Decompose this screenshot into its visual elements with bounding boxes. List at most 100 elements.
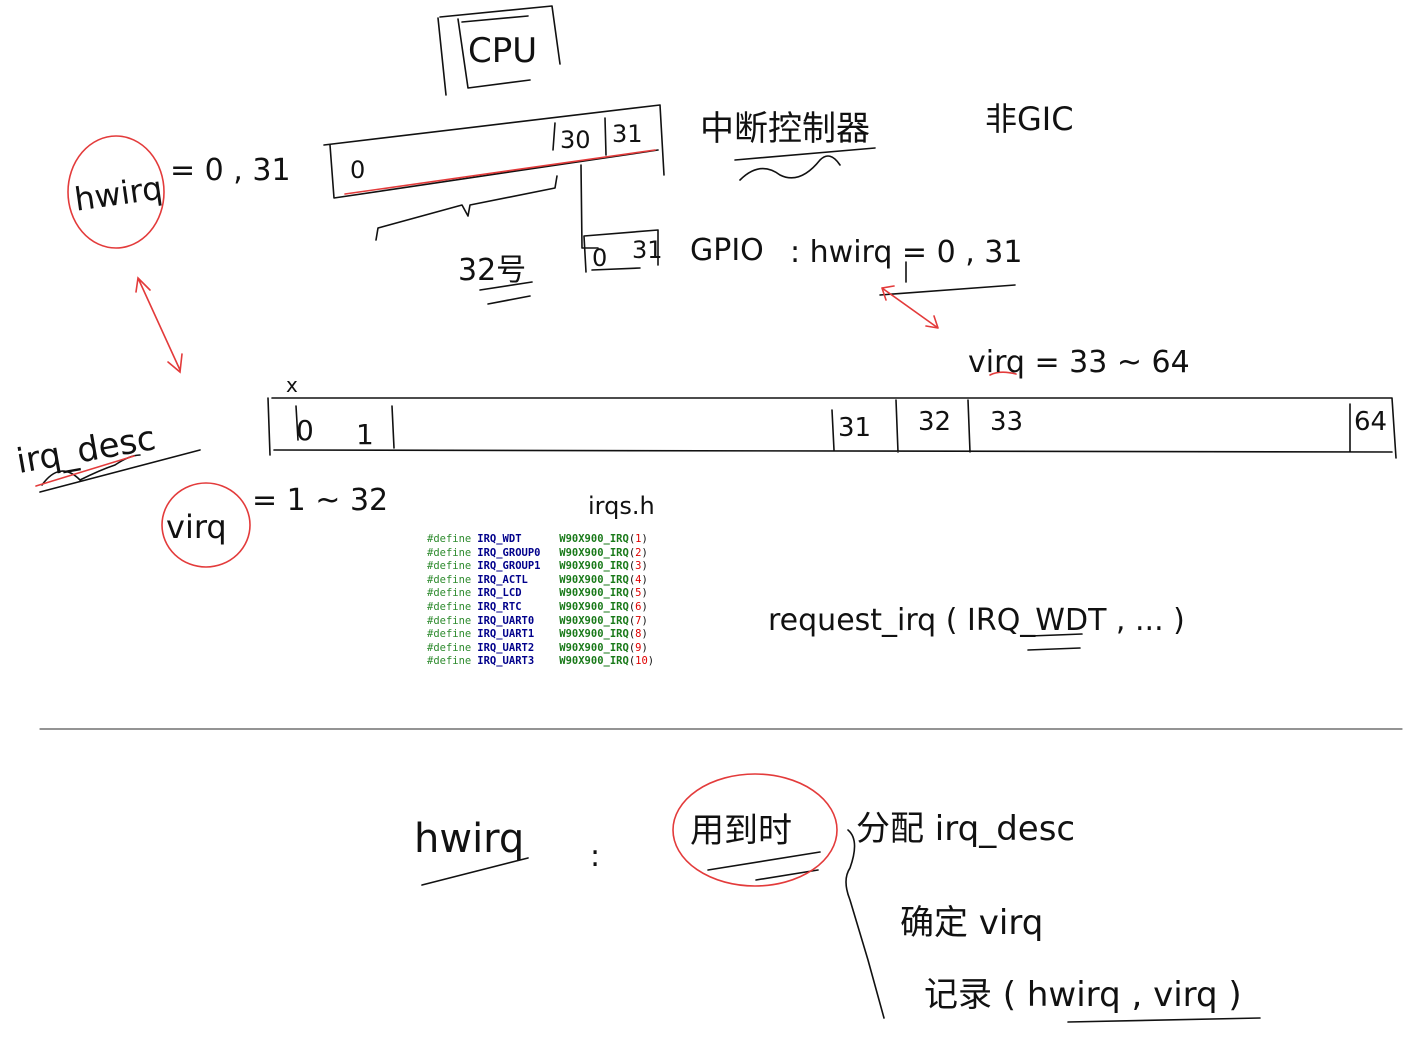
gpio-note-arrow — [881, 285, 939, 329]
paren-open: ( — [628, 587, 636, 600]
bottom-colon: : — [590, 839, 600, 874]
define-keyword: #define — [427, 560, 472, 573]
cpu-box — [437, 5, 561, 96]
controller-cell-last: 31 — [612, 120, 643, 148]
irq-desc-array — [267, 397, 1397, 459]
define-keyword: #define — [427, 614, 472, 627]
cpu-label: CPU — [468, 31, 537, 71]
virq-circle-text: virq — [166, 508, 227, 546]
define-keyword: #define — [427, 533, 472, 545]
irq-number: 6 — [635, 600, 642, 613]
paren-open: ( — [628, 533, 636, 545]
step-determine-virq: 确定 virq — [900, 903, 1043, 943]
virq-range: = 1 ~ 32 — [252, 483, 388, 518]
irq-number: 3 — [635, 560, 642, 573]
circled-underline — [707, 851, 821, 881]
irq-desc-cell-1: 1 — [356, 418, 374, 451]
irq-desc-cell-33: 33 — [990, 407, 1023, 437]
irq-name: IRQ_UART1 — [477, 628, 535, 641]
bottom-brace — [845, 829, 885, 1019]
irq-name: IRQ_UART3 — [477, 655, 535, 668]
controller-red-line — [344, 149, 656, 195]
controller-cell-mid: 30 — [560, 126, 591, 154]
paren-close: ) — [641, 628, 648, 641]
step3-underline — [1067, 1017, 1261, 1023]
irq-macro: W90X900_IRQ — [559, 533, 629, 545]
irq-macro: W90X900_IRQ — [559, 560, 629, 573]
bottom-circle — [672, 773, 838, 887]
request-underline — [1027, 633, 1083, 651]
gic-note: 非GIC — [985, 100, 1074, 138]
paren-open: ( — [628, 628, 636, 641]
define-keyword: #define — [427, 600, 472, 613]
paren-open: ( — [628, 560, 636, 573]
paren-close: ) — [641, 573, 648, 586]
controller-cell-first: 0 — [350, 156, 365, 184]
irq-desc-cell-31: 31 — [838, 413, 871, 443]
irq-macro: W90X900_IRQ — [559, 655, 629, 668]
hwirq-circle-text: hwirq — [72, 169, 165, 219]
hwirq-note-underline — [879, 284, 1016, 296]
irq-name: IRQ_LCD — [477, 587, 522, 600]
irq-desc-cell-32: 32 — [918, 407, 951, 437]
bottom-hwirq: hwirq — [414, 816, 524, 862]
step-allocate: 分配 irq_desc — [856, 809, 1075, 849]
define-keyword: #define — [427, 573, 472, 586]
irq-desc-red-underline — [35, 455, 135, 487]
bottom-hwirq-underline — [421, 857, 529, 886]
virq-circle — [161, 482, 251, 568]
irq-number: 2 — [635, 546, 642, 559]
hwirq-range: = 0 , 31 — [170, 153, 291, 188]
irq-number: 9 — [635, 641, 642, 654]
irq-desc-cell-64: 64 — [1354, 407, 1387, 437]
hwirq-circle — [67, 135, 165, 249]
paren-close: ) — [641, 533, 648, 545]
paren-close: ) — [641, 560, 648, 573]
brace-count: 32号 — [458, 253, 526, 288]
brace-count-underline — [479, 281, 533, 305]
paren-close: ) — [647, 655, 655, 668]
controller-label-underline — [734, 147, 876, 181]
sub-controller-box — [583, 229, 659, 273]
bottom-circled-text: 用到时 — [690, 811, 792, 851]
define-keyword: #define — [427, 628, 472, 641]
paren-close: ) — [641, 546, 648, 559]
paren-close: ) — [641, 641, 648, 654]
request-irq-call: request_irq ( IRQ_WDT , ... ) — [768, 603, 1185, 638]
cross-mark: x — [286, 373, 298, 397]
irq-desc-label: irq_desc — [13, 418, 158, 482]
paren-close: ) — [641, 587, 648, 600]
irq-number: 1 — [635, 533, 642, 545]
irq-name: IRQ_UART0 — [477, 614, 535, 627]
irq-macro: W90X900_IRQ — [559, 573, 629, 586]
irq-name: IRQ_GROUP1 — [477, 560, 541, 573]
virq-right: virq = 33 ~ 64 — [968, 345, 1190, 380]
irq-desc-cell-0: 0 — [296, 414, 314, 447]
irq-macro: W90X900_IRQ — [559, 614, 629, 627]
define-line: #define IRQ_GROUP0 W90X900_IRQ(2) — [427, 547, 654, 561]
irq-number: 4 — [635, 573, 642, 586]
paren-open: ( — [628, 546, 636, 559]
irq-name: IRQ_GROUP0 — [477, 546, 541, 559]
irq-number: 5 — [635, 587, 642, 600]
paren-open: ( — [628, 600, 636, 613]
gpio-hwirq-note: : hwirq = 0 , 31 — [790, 235, 1022, 270]
paren-open: ( — [628, 655, 636, 668]
paren-open: ( — [628, 573, 636, 586]
hwirq-desc-arrow — [135, 276, 183, 374]
sub-controller-cell-first: 0 — [592, 244, 607, 272]
irq-number: 7 — [635, 614, 642, 627]
define-keyword: #define — [427, 546, 472, 559]
irq-number: 8 — [635, 628, 642, 641]
step-record-mapping: 记录 ( hwirq , virq ) — [924, 975, 1242, 1015]
irq-macro: W90X900_IRQ — [559, 546, 629, 559]
irq-name: IRQ_WDT — [477, 533, 522, 545]
connector-line — [580, 164, 599, 249]
define-line: #define IRQ_GROUP1 W90X900_IRQ(3) — [427, 560, 654, 574]
